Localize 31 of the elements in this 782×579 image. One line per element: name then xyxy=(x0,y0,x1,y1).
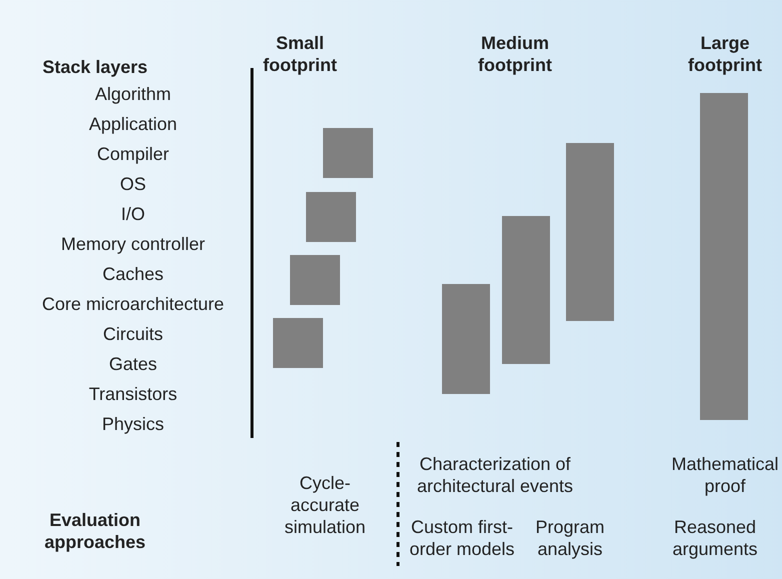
footprint-bar xyxy=(442,284,490,394)
approach-label: Mathematical proof xyxy=(670,453,780,497)
layer-label: Application xyxy=(88,113,178,135)
approach-label: Custom first-order models xyxy=(408,516,516,560)
footprint-bar xyxy=(290,255,340,305)
layer-label: Gates xyxy=(108,353,158,375)
column-heading: Medium footprint xyxy=(477,32,553,76)
column-heading: Stack layers xyxy=(41,56,149,78)
approach-label: Characterization of architectural events xyxy=(416,453,574,497)
layer-label: Algorithm xyxy=(94,83,172,105)
approach-label: Program analysis xyxy=(534,516,606,560)
column-heading: Small footprint xyxy=(262,32,338,76)
approach-label: Cycle-accurate simulation xyxy=(283,472,367,538)
footprint-bar xyxy=(700,93,748,420)
footprint-bar xyxy=(273,318,323,368)
footprint-bar xyxy=(502,216,550,364)
layer-label: Caches xyxy=(101,263,165,285)
layer-label: Core microarchitecture xyxy=(40,293,226,315)
layer-label: Transistors xyxy=(88,383,178,405)
footprint-bar xyxy=(566,143,614,321)
layer-label: Circuits xyxy=(102,323,164,345)
row-heading: Evaluation approaches xyxy=(43,509,147,553)
layer-label: I/O xyxy=(120,203,146,225)
footprint-bar xyxy=(306,192,356,242)
layer-label: Compiler xyxy=(96,143,170,165)
column-heading: Large footprint xyxy=(687,32,763,76)
footprint-bar xyxy=(323,128,373,178)
layer-label: Physics xyxy=(100,413,165,435)
approach-label: Reasoned arguments xyxy=(671,516,759,560)
layer-label: Memory controller xyxy=(60,233,206,255)
layer-label: OS xyxy=(118,173,147,195)
